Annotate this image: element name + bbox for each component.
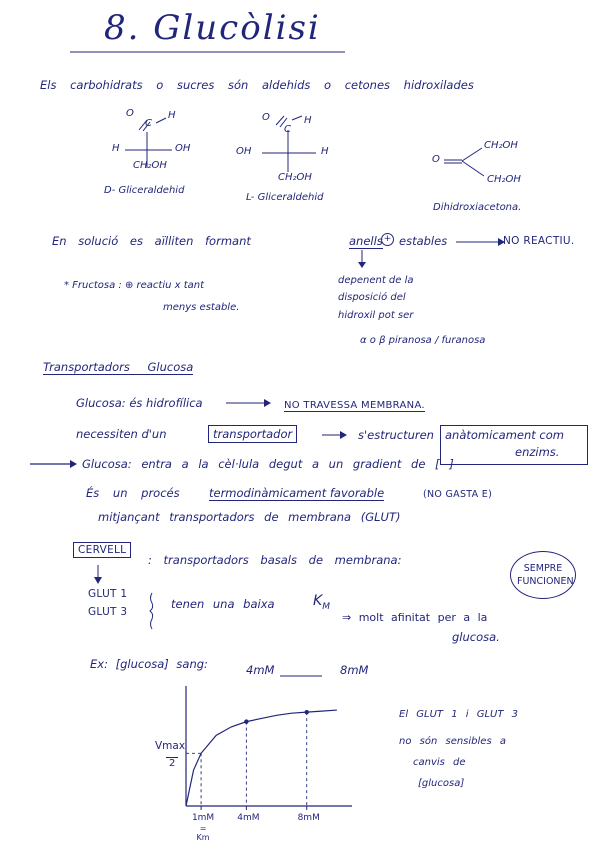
x-tick-label-2: 8mM xyxy=(297,813,320,823)
chart-axes xyxy=(185,686,352,807)
chart-curve-group xyxy=(185,709,337,807)
entra-text: Glucosa: entra a la cèl·lula degut a un … xyxy=(82,457,454,471)
chart-marks-group xyxy=(186,709,309,810)
sempre-funcionen-circle: SEMPRE FUNCIONEN xyxy=(510,551,576,599)
ex-low: 4mM xyxy=(246,663,275,677)
graph-note-1: El GLUT 1 i GLUT 3 xyxy=(399,709,518,720)
dhap-bottom: CH₂OH xyxy=(487,174,521,185)
x-tick-label-1: 4mM xyxy=(237,813,260,823)
intro-text: Els carbohidrats o sucres són aldehids o… xyxy=(40,78,474,92)
necessiten-text: necessiten d'un xyxy=(76,427,167,441)
d-glyc-h-top: H xyxy=(168,110,176,121)
l-glyc-name: L- Gliceraldehid xyxy=(246,192,324,203)
proces-prefix: És un procés xyxy=(86,486,180,500)
termo-text: termodinàmicament favorable xyxy=(209,486,385,501)
tenen-text: tenen una baixa xyxy=(171,597,275,611)
km-k: K xyxy=(313,593,323,609)
graph-note-3: canvis de xyxy=(413,757,466,768)
l-glyc-left: OH xyxy=(236,146,252,157)
series-line-0 xyxy=(185,709,337,807)
l-glyc-h-top: H xyxy=(304,115,312,126)
x-tick-sublabel-0: = xyxy=(199,824,207,833)
d-glyc-bottom: CH₂OH xyxy=(133,160,167,171)
sempre-text: SEMPRE xyxy=(523,563,563,574)
marked-point-0 xyxy=(244,719,249,724)
d-glyc-name: D- Gliceraldehid xyxy=(104,185,185,196)
no-gasta: (NO GASTA E) xyxy=(423,489,493,500)
anatomicament-text: anàtomicament com xyxy=(445,428,564,442)
fructosa-line1: * Fructosa : ⊕ reactiu x tant xyxy=(64,280,205,291)
plus-sign: + xyxy=(381,233,394,246)
anatomicament-box: anàtomicament com enzims. xyxy=(440,425,588,465)
mitjancant-text: mitjançant transportadors de membrana (G… xyxy=(98,510,401,524)
no-reactiu: NO REACTIU. xyxy=(503,235,575,247)
dhap-name: Dihidroxiacetona. xyxy=(433,202,522,213)
enzims-text: enzims. xyxy=(515,445,560,459)
km-m: M xyxy=(322,601,330,612)
d-glyc-o: O xyxy=(126,108,134,119)
glut1-label: GLUT 1 xyxy=(88,588,128,600)
fructosa-line2: menys estable. xyxy=(163,302,240,313)
cervell-text: : transportadors basals de membrana: xyxy=(148,553,402,567)
graph-note-4: [glucosa] xyxy=(418,778,465,789)
ex-label: Ex: [glucosa] sang: xyxy=(90,657,208,671)
vmax-denominator: 2 xyxy=(166,757,179,769)
d-glyc-c: C xyxy=(145,118,152,129)
glucosa-hidrofilica: Glucosa: és hidrofílica xyxy=(76,396,203,410)
anells-word: anells xyxy=(349,234,383,249)
depenent-line4: α o β piranosa / furanosa xyxy=(360,335,486,346)
glucosa-word: glucosa. xyxy=(452,630,500,644)
depenent-line1: depenent de la xyxy=(338,275,414,286)
depenent-line2: disposició del xyxy=(338,292,406,303)
vmax-label: Vmax xyxy=(155,740,186,752)
sestructuren-text: s'estructuren xyxy=(358,428,434,442)
solucio-text: En solució es aïlliten formant xyxy=(52,234,251,248)
x-tick-label-0: 1mM xyxy=(191,813,215,823)
dhap-top: CH₂OH xyxy=(484,140,518,151)
dhap-o: O xyxy=(432,154,440,165)
km-symbol: KM xyxy=(313,593,330,612)
ex-high: 8mM xyxy=(340,663,369,677)
marked-point-1 xyxy=(304,709,309,715)
estables-word: estables xyxy=(399,234,448,248)
graph-note-2: no són sensibles a xyxy=(399,736,506,747)
transportador-box: transportador xyxy=(208,425,298,443)
l-glyc-c: C xyxy=(284,124,291,135)
afinitat-text: ⇒ molt afinitat per a la xyxy=(342,611,488,624)
glut3-label: GLUT 3 xyxy=(88,606,128,618)
l-glyc-right: H xyxy=(321,146,329,157)
x-tick-sublabel2-0: Km xyxy=(196,833,210,842)
transport-heading: Transportadors Glucosa xyxy=(43,360,194,375)
depenent-line3: hidroxil pot ser xyxy=(338,310,414,321)
l-glyc-bottom: CH₂OH xyxy=(278,172,312,183)
d-glyc-right: OH xyxy=(175,143,191,154)
l-glyc-o: O xyxy=(262,112,270,123)
cervell-box: CERVELL xyxy=(73,542,132,558)
page-title: 8. Glucòlisi xyxy=(104,8,321,48)
d-glyc-left: H xyxy=(112,143,120,154)
funcionen-text: FUNCIONEN xyxy=(517,576,574,587)
no-travessa: NO TRAVESSA MEMBRANA. xyxy=(284,400,425,412)
